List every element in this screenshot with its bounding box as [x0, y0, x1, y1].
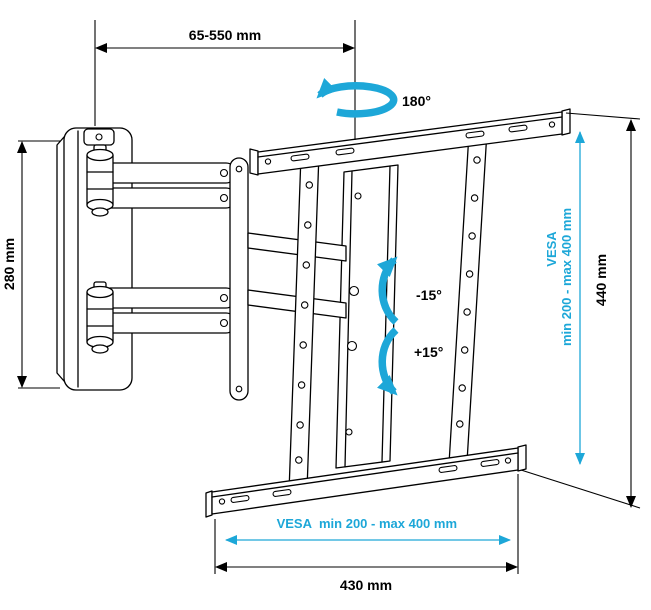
dimension-frame-height: 440 mm [520, 112, 641, 509]
vesa-horizontal-range: min 200 - max 400 mm [319, 516, 457, 531]
articulating-arm [99, 162, 237, 334]
bottom-bracket [205, 444, 527, 518]
dimension-frame-width: 430 mm [214, 474, 519, 593]
left-rail [288, 152, 320, 493]
plate-height-label: 280 mm [1, 238, 17, 290]
frame-height-label: 440 mm [593, 254, 609, 306]
dimension-plate-height: 280 mm [1, 140, 60, 389]
tilt-up-label: -15° [416, 287, 442, 303]
vesa-vertical-range: min 200 - max 400 mm [559, 208, 574, 346]
top-bracket [249, 108, 571, 176]
extension-label: 65-550 mm [189, 27, 261, 43]
wall-plate-hinges [86, 144, 114, 354]
dimension-extension: 65-550 mm [94, 20, 356, 140]
rotation-label: 180° [402, 93, 431, 109]
tilt-up-arrow-icon [377, 256, 399, 325]
dimension-vesa-vertical: VESA min 200 - max 400 mm [544, 131, 585, 465]
vesa-horizontal-label: VESA [277, 516, 313, 531]
tilt-indicator: -15° +15° [377, 256, 443, 396]
tilt-down-arrow-icon [377, 327, 399, 396]
rotation-indicator: 180° [316, 78, 431, 118]
pivot-column [229, 157, 249, 401]
frame-width-label: 430 mm [340, 577, 392, 593]
vesa-vertical-label: VESA [544, 231, 559, 267]
right-rail [448, 130, 488, 465]
dimension-vesa-horizontal: VESA min 200 - max 400 mm [225, 516, 511, 545]
rotation-arrow-icon [316, 78, 398, 118]
tilt-down-label: +15° [414, 344, 443, 360]
